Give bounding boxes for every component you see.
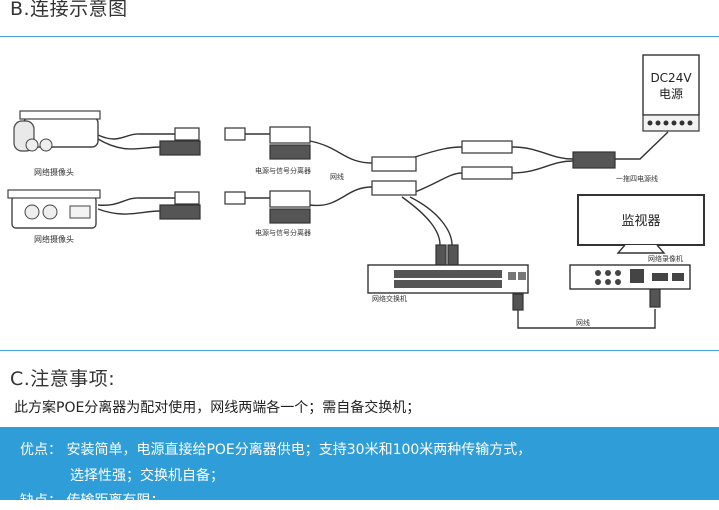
power-supply — [642, 54, 700, 132]
power-supply-voltage: DC24V — [650, 71, 692, 85]
pros-line-2: 选择性强；交换机自备； — [70, 468, 224, 484]
dc-cable-head-1 — [461, 140, 513, 154]
middle-divider — [0, 350, 719, 351]
notes-body: 此方案POE分离器为配对使用，网线两端各一个；需自备交换机； — [14, 400, 421, 416]
power-supply-label: 电源 — [659, 87, 683, 101]
camera-label-1: 网络摄像头 — [34, 167, 74, 177]
bottom-cable-label: 网线 — [576, 318, 590, 327]
camera-2 — [7, 189, 101, 229]
dc-plug-2 — [159, 204, 201, 220]
dc-jack-1 — [224, 127, 246, 141]
switch-nvr-cable — [517, 309, 656, 329]
lan-to-switch-1 — [401, 196, 441, 246]
cable-label: 网线 — [330, 172, 344, 181]
nvr-label: 网络录像机 — [648, 254, 683, 263]
cons-line: 缺点： 传输距离有限； — [20, 493, 165, 509]
hub-splitter-1 — [371, 156, 417, 172]
connection-diagram: 网络摄像头 网络摄像头 电源与信号分离器 电源与信号分离器 网线 一拖四电源线 — [7, 54, 705, 329]
splitter-cable-label: 一拖四电源线 — [616, 174, 658, 183]
camera1-power-cable — [97, 138, 161, 150]
pros-cons-box: 优点： 安装简单，电源直接给POE分离器供电；支持30米和100米两种传输方式，… — [0, 427, 719, 509]
splitter-label-2: 电源与信号分离器 — [255, 228, 311, 237]
monitor-label: 监视器 — [621, 214, 660, 229]
lan-cable-1 — [309, 140, 373, 164]
network-switch — [367, 264, 529, 294]
top-divider — [0, 36, 719, 37]
lan-to-switch-2 — [409, 196, 453, 246]
splitter-label-1: 电源与信号分离器 — [255, 166, 311, 175]
switch-label: 网络交换机 — [372, 294, 407, 303]
camera-label-2: 网络摄像头 — [34, 234, 74, 244]
splitter-1 — [269, 126, 311, 144]
camera2-power-cable — [97, 208, 161, 215]
power-line — [615, 131, 669, 160]
pros-line-1: 优点： 安装简单，电源直接给POE分离器供电；支持30米和100米两种传输方式， — [20, 442, 532, 458]
dc-cable-head-2 — [461, 166, 513, 180]
lan-plug-2 — [174, 191, 200, 205]
monitor — [577, 194, 705, 254]
camera1-lan-cable — [97, 133, 175, 140]
one-to-four-splitter — [572, 151, 616, 169]
camera2-lan-cable — [97, 197, 175, 206]
dc-plug-1 — [159, 140, 201, 156]
splitter-2 — [269, 190, 311, 208]
section-c-title: C.注意事项: — [10, 368, 116, 390]
lan-cable-2 — [309, 186, 373, 207]
lan-plug-1 — [174, 127, 200, 141]
nvr — [569, 264, 691, 290]
hub-splitter-2 — [371, 180, 417, 196]
camera-1 — [13, 110, 101, 152]
section-b-title: B.连接示意图 — [10, 0, 128, 20]
dc-jack-2 — [224, 191, 246, 205]
